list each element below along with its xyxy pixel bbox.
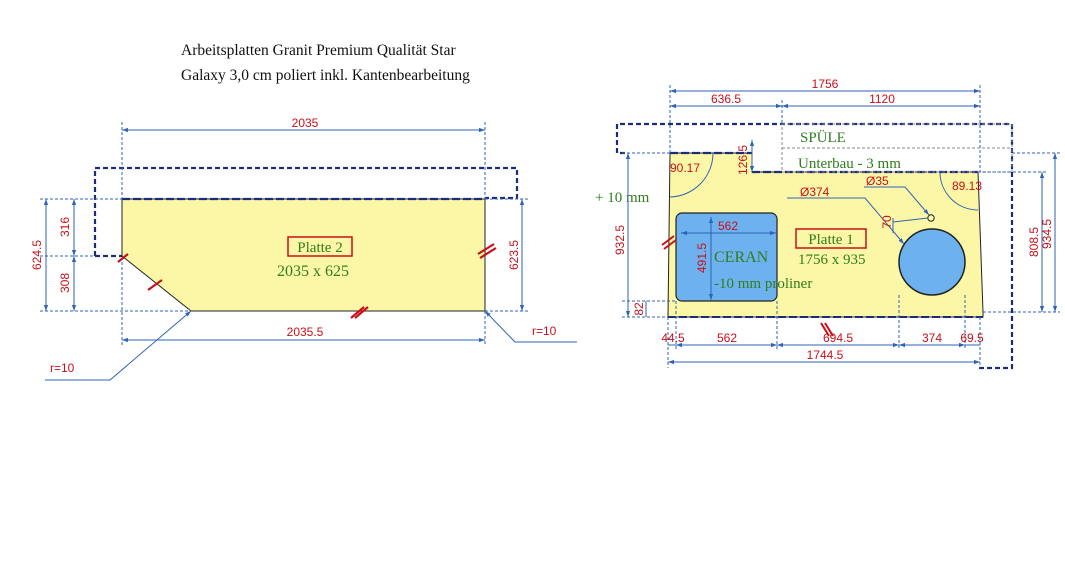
- sink-cutout: [898, 228, 966, 296]
- plate-1-dim-notch-label: 126.5: [736, 145, 750, 175]
- plate-1-dim-top-right: 1120: [869, 92, 895, 106]
- ceran-label: CERAN: [714, 249, 769, 266]
- plate-1-extra-left: + 10 mm: [595, 190, 650, 206]
- angle-arc-left: [669, 152, 714, 198]
- plate-1-size: 1756 x 935: [798, 252, 866, 268]
- sink-sublabel: Unterbau - 3 mm: [798, 156, 901, 172]
- plate-1-dim-top: [669, 85, 981, 172]
- plate-1-dim-bottom-total: 1744.5: [807, 348, 844, 362]
- plate-2-size: 2035 x 625: [277, 263, 349, 280]
- drawing-title: Arbeitsplatten Granit Premium Qualität S…: [181, 38, 541, 88]
- plate-2-radius-left: r=10: [50, 361, 75, 375]
- plate-2-dim-left-upper: 316: [58, 217, 72, 237]
- plate-2-dim-left-lower: 308: [58, 273, 72, 293]
- plate-2-dim-left-outer: 624.5: [30, 240, 44, 270]
- ceran-dims: [681, 217, 776, 300]
- plate-2-dim-left: [40, 198, 191, 312]
- plate-1-dim-bottom-b: 562: [717, 331, 737, 345]
- sink-label: SPÜLE: [800, 129, 846, 146]
- plate-1-dim-bottom-c: 694.5: [823, 331, 853, 345]
- plate-1-dim-bottom: [667, 295, 981, 368]
- ceran-depth-label: 491.5: [695, 243, 709, 273]
- plate-1-dim-right: [978, 152, 1060, 313]
- tap-offset-label: 70: [880, 215, 894, 229]
- plate-2-radius-right: r=10: [532, 324, 557, 338]
- ceran-sublabel: -10 mm proliner: [714, 276, 812, 292]
- plate-1-label: Platte 1: [808, 232, 853, 248]
- plate-2-dim-top: [121, 122, 486, 199]
- plate-1-drawing: SPÜLE Unterbau - 3 mm 90.17 89.13 562 49…: [595, 77, 1060, 370]
- title-line-1: Arbeitsplatten Granit Premium Qualität S…: [181, 42, 456, 59]
- plate-2-label: Platte 2: [297, 240, 342, 256]
- plate-2-dim-bottom-label: 2035.5: [287, 325, 324, 339]
- plate-2-dim-top-label: 2035: [292, 116, 319, 130]
- plate-1-dim-left-height: 932.5: [613, 225, 627, 255]
- angle-right-label: 89.13: [952, 179, 982, 193]
- plate-2-dim-right-label: 623.5: [507, 240, 521, 270]
- plate-1-label-box: [795, 228, 867, 249]
- sink-leaders: [787, 186, 930, 245]
- sink-diameter-label: Ø374: [800, 185, 830, 199]
- plate-2-drawing: Platte 2 2035 x 625 2035 2035.5 624.5 31…: [30, 116, 577, 381]
- plate-1-dim-left-bottom: 82: [632, 302, 646, 316]
- angle-arc-right: [939, 171, 979, 211]
- plate-2-dim-right: [485, 198, 528, 312]
- title-line-2: Galaxy 3,0 cm poliert inkl. Kantenbearbe…: [181, 67, 470, 84]
- plate-1-dim-top-total: 1756: [812, 77, 839, 91]
- plate-1-dim-bottom-d: 374: [922, 331, 942, 345]
- plate-2-radius-leaders: [45, 310, 577, 381]
- ceran-width-label: 562: [718, 219, 738, 233]
- plate-1-edge-marks: [661, 235, 834, 337]
- plate-2-edge-marks: [117, 243, 497, 319]
- angle-left-label: 90.17: [670, 161, 700, 175]
- plate-1-dim-top-left: 636.5: [711, 92, 741, 106]
- plate-1-dim-right-inner: 808.5: [1027, 227, 1041, 257]
- plate-1-dim-bottom-a: 44.5: [661, 331, 685, 345]
- plate-1-dim-left: [622, 152, 676, 318]
- plate-1-dim-bottom-e: 69.5: [960, 331, 984, 345]
- tap-diameter-label: Ø35: [866, 174, 889, 188]
- plate-2-dashed-outline: [93, 166, 519, 256]
- plate-2-label-box: [287, 236, 353, 257]
- plate-1-dim-right-outer: 934.5: [1040, 219, 1054, 249]
